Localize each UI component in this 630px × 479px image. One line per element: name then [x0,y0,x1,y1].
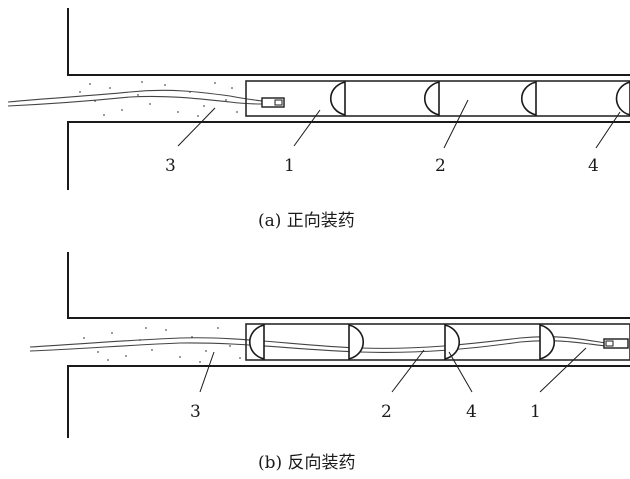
cartridge-tube-a [245,80,630,117]
borehole-wall-top-b [67,252,630,319]
spacer-a-3 [520,80,537,117]
caption-a: (a) 正向装药 [258,211,355,231]
label-spacer-a: 4 [588,156,599,176]
spacer-b-4 [539,323,556,361]
diagram-b: 3 2 4 1 (b) 反向装药 [29,252,630,473]
label-spacer-b: 4 [466,402,477,422]
borehole-wall-bottom-a [67,121,630,190]
label-cartridge-a: 2 [435,156,446,176]
spacer-a-1 [329,80,346,117]
diagram-a: 3 1 2 4 (a) 正向装药 [7,8,630,231]
caption-b: (b) 反向装药 [258,453,356,473]
borehole-wall-top-a [67,8,630,76]
borehole-wall-bottom-b [67,365,630,438]
label-stemming-b: 3 [190,402,201,422]
label-cartridge-b: 2 [381,402,392,422]
cartridge-tube-b [245,323,630,361]
detonator-wire-a [7,89,263,103]
label-stemming-a: 3 [165,156,176,176]
spacer-b-2 [348,323,365,361]
label-primer-cartridge-b: 1 [530,402,541,422]
spacer-b-1 [248,323,265,361]
detonator-wire-b [29,336,607,349]
spacer-b-3 [444,323,461,361]
detonator-b [603,338,629,349]
spacer-a-4 [615,81,630,116]
stemming-b [83,327,241,363]
spacer-a-2 [423,80,440,117]
detonator-a [261,97,285,108]
label-primer-cartridge-a: 1 [284,156,295,176]
